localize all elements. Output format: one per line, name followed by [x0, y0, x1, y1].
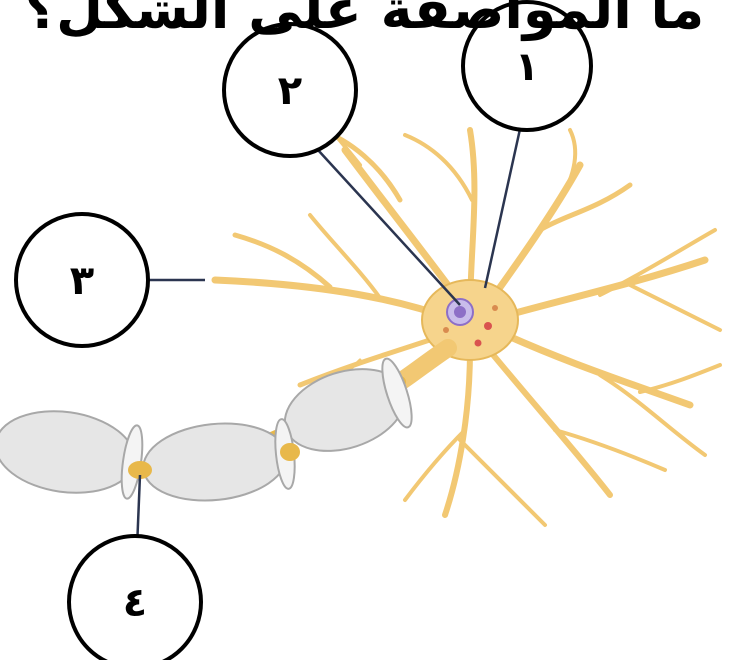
callout-3-number: ٣ — [70, 258, 94, 304]
myelin-sheath-3 — [0, 403, 146, 502]
callout-2: ٢ — [224, 24, 356, 156]
callout-3: ٣ — [16, 214, 148, 346]
axon — [0, 355, 418, 508]
callout-4-number: ٤ — [123, 580, 147, 626]
callout-1-number: ١ — [515, 44, 539, 90]
callout-4: ٤ — [69, 536, 201, 660]
leader-line-2 — [318, 150, 460, 305]
question-title: ما المواصفة على الشكل؟ — [0, 0, 729, 41]
axon-hillock — [400, 348, 448, 382]
callout-2-number: ٢ — [278, 68, 302, 114]
node-of-ranvier — [280, 443, 300, 461]
